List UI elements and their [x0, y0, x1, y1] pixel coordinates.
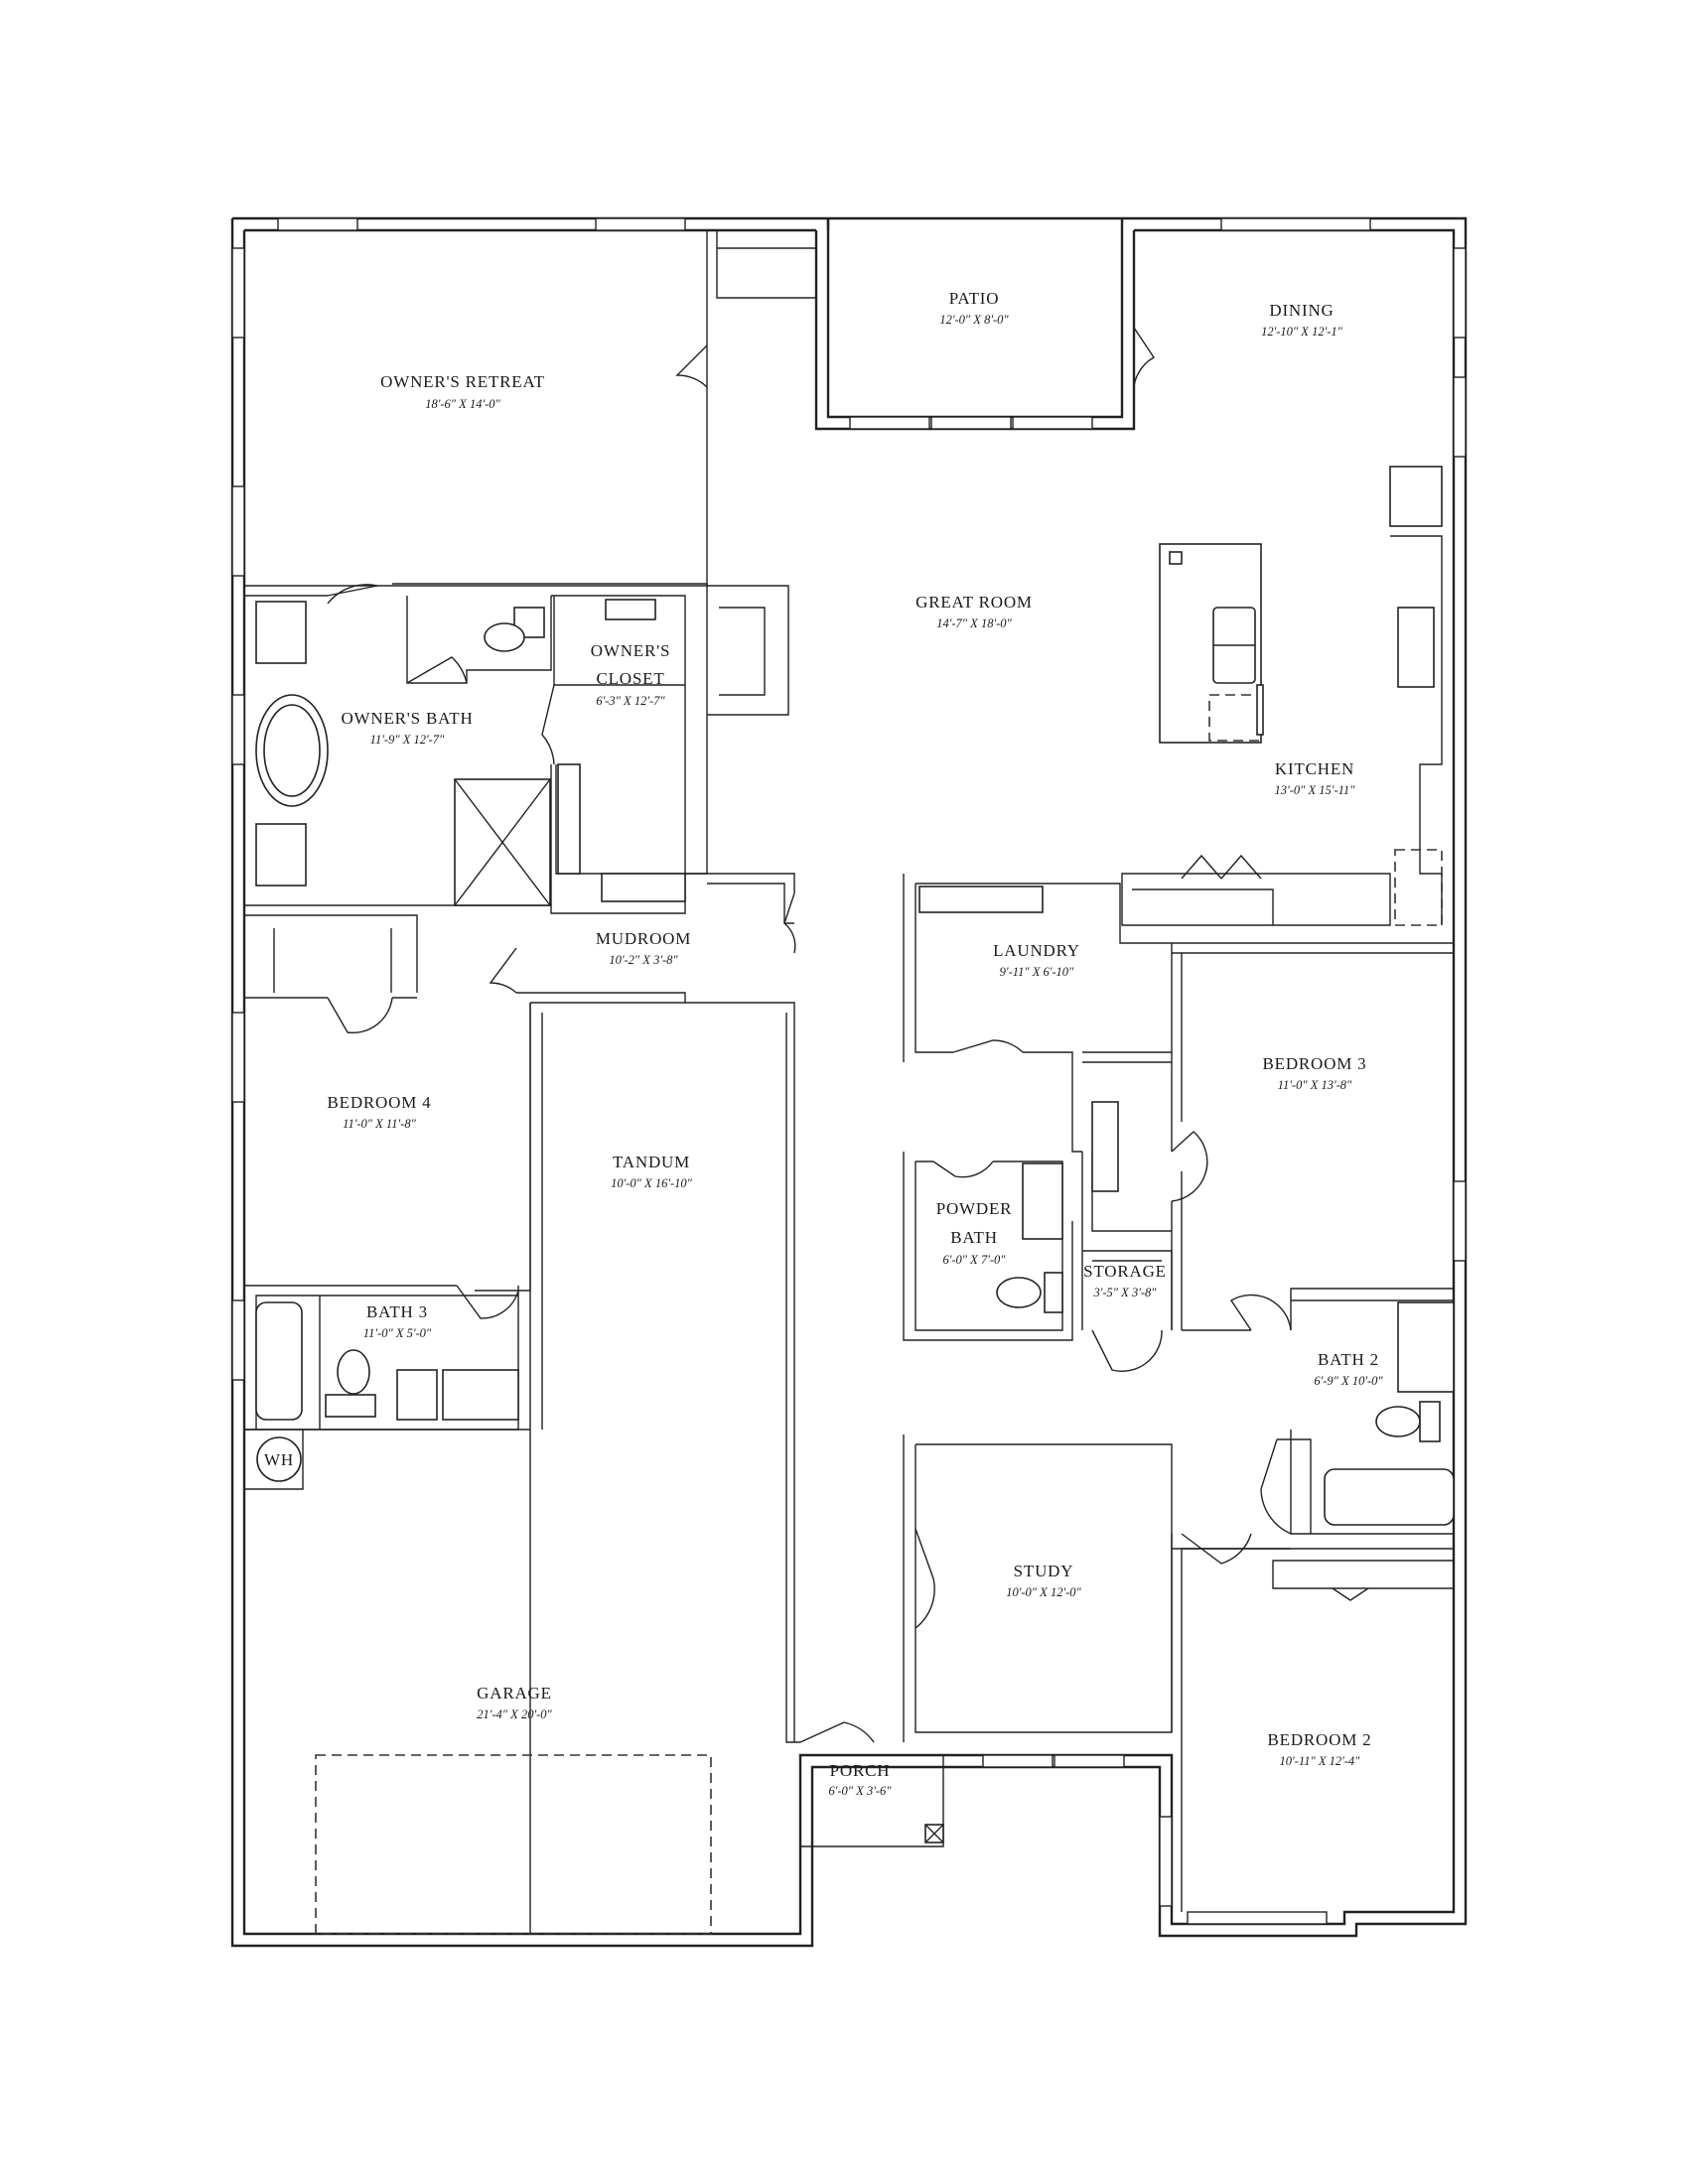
water-heater-label: WH — [264, 1450, 294, 1469]
powder-bath-name: POWDER — [936, 1199, 1013, 1218]
great-room-dims: 14'-7" X 18'-0" — [936, 616, 1012, 630]
owners-bath-dims: 11'-9" X 12'-7" — [370, 733, 445, 747]
bedroom3-name: BEDROOM 3 — [1263, 1054, 1367, 1073]
kitchen-name: KITCHEN — [1275, 759, 1354, 778]
windows — [231, 217, 1467, 1925]
study-name: STUDY — [1014, 1562, 1074, 1580]
porch-name: PORCH — [830, 1761, 891, 1780]
powder-bath-name2: BATH — [950, 1228, 998, 1247]
porch-dims: 6'-0" X 3'-6" — [828, 1784, 892, 1798]
patio-dims: 12'-0" X 8'-0" — [939, 313, 1009, 327]
bath2-dims: 6'-9" X 10'-0" — [1314, 1374, 1383, 1388]
room-labels: OWNER'S RETREAT 18'-6" X 14'-0" PATIO 12… — [264, 289, 1383, 1798]
owners-bath-name: OWNER'S BATH — [341, 709, 473, 728]
bath3-dims: 11'-0" X 5'-0" — [363, 1326, 432, 1340]
great-room-name: GREAT ROOM — [915, 593, 1033, 612]
owners-closet-dims: 6'-3" X 12'-7" — [596, 694, 665, 708]
mudroom-name: MUDROOM — [596, 929, 691, 948]
door-swings — [327, 327, 1369, 1743]
water-heater — [256, 1436, 302, 1482]
garage-dims: 21'-4" X 20'-0" — [477, 1707, 552, 1721]
patio-name: PATIO — [949, 289, 1000, 308]
garage-name: GARAGE — [477, 1684, 552, 1703]
owners-closet-name2: CLOSET — [596, 669, 664, 688]
storage-name: STORAGE — [1083, 1262, 1167, 1281]
owners-bath-fixtures — [255, 601, 545, 887]
bath3-name: BATH 3 — [366, 1302, 428, 1321]
bedroom4-name: BEDROOM 4 — [328, 1093, 432, 1112]
bedroom2-name: BEDROOM 2 — [1268, 1730, 1372, 1749]
bedroom3-dims: 11'-0" X 13'-8" — [1278, 1078, 1352, 1092]
tandum-name: TANDUM — [613, 1153, 690, 1171]
garage-door — [315, 1754, 712, 1935]
interior-walls — [243, 230, 1455, 1934]
kitchen-dims: 13'-0" X 15'-11" — [1275, 783, 1356, 797]
storage-dims: 3'-5" X 3'-8" — [1092, 1286, 1157, 1299]
mudroom-dims: 10'-2" X 3'-8" — [609, 953, 678, 967]
study-dims: 10'-0" X 12'-0" — [1006, 1585, 1081, 1599]
laundry-dims: 9'-11" X 6'-10" — [1000, 965, 1074, 979]
bath2-name: BATH 2 — [1318, 1350, 1379, 1369]
dining-dims: 12'-10" X 12'-1" — [1261, 325, 1343, 339]
owners-retreat-name: OWNER'S RETREAT — [380, 372, 545, 391]
laundry-name: LAUNDRY — [993, 941, 1080, 960]
owners-retreat-dims: 18'-6" X 14'-0" — [425, 397, 500, 411]
tandum-dims: 10'-0" X 16'-10" — [611, 1176, 693, 1190]
powder-bath-dims: 6'-0" X 7'-0" — [942, 1253, 1006, 1267]
owners-closet-name: OWNER'S — [591, 641, 670, 660]
bedroom2-dims: 10'-11" X 12'-4" — [1280, 1754, 1361, 1768]
dining-name: DINING — [1269, 301, 1334, 320]
bedroom4-dims: 11'-0" X 11'-8" — [343, 1117, 416, 1131]
